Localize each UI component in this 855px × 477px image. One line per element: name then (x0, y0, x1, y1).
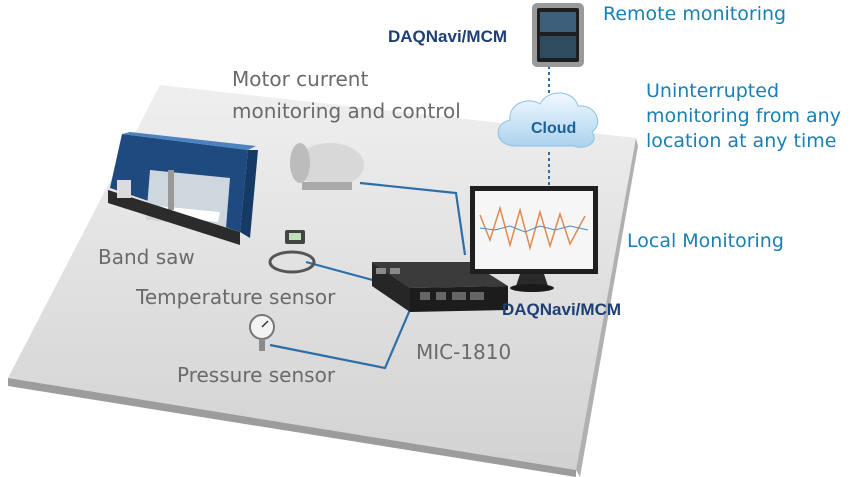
connection-lines (269, 181, 467, 370)
pressure-link-line (269, 304, 414, 370)
band-saw-label: Band saw (98, 245, 195, 269)
local-monitoring-label: Local Monitoring (627, 230, 784, 252)
remote-monitoring-label: Remote monitoring (603, 3, 787, 25)
daqnavi-local-label: DAQNavi/MCM (502, 300, 622, 319)
uninterrupted-label-line1: Uninterrupted (646, 80, 779, 102)
pressure-sensor-label: Pressure sensor (177, 363, 336, 387)
pressure-gauge-illustration (249, 314, 275, 351)
band-saw-illustration (108, 132, 258, 245)
daqnavi-remote-label: DAQNavi/MCM (388, 27, 508, 46)
cloud-shape (497, 92, 599, 148)
uninterrupted-label-line3: location at any time (646, 130, 837, 152)
mic-1810-label: MIC-1810 (416, 340, 512, 364)
motor-label-line1: Motor current (232, 67, 369, 91)
cloud-label: Cloud (531, 120, 577, 137)
temperature-link-line (305, 260, 381, 284)
motor-label-line2: monitoring and control (232, 99, 461, 123)
motor-illustration (290, 143, 364, 190)
motor-link-line (359, 181, 467, 256)
temperature-sensor-label: Temperature sensor (136, 285, 336, 309)
local-monitor (470, 186, 598, 292)
uninterrupted-label-line2: monitoring from any (646, 105, 841, 127)
temperature-sensor-illustration (268, 230, 316, 274)
remote-device (532, 3, 584, 67)
